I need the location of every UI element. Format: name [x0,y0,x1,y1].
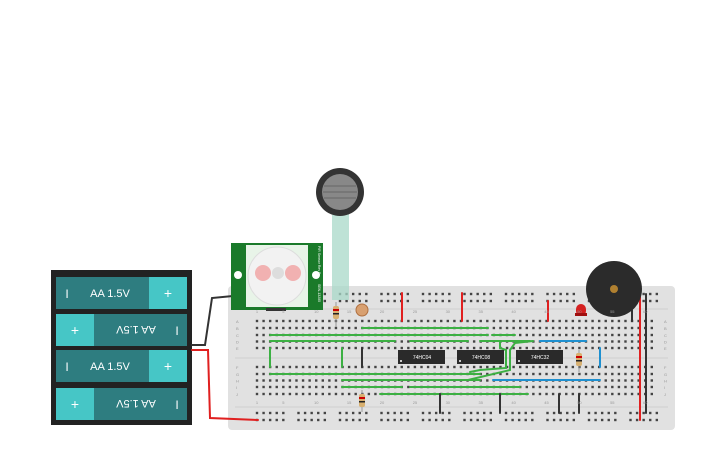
row-label: E [664,346,667,351]
pir-sensor[interactable]: PIR Sensor Rev B SEN-13285 [231,243,323,311]
resistor [333,302,339,327]
battery-cell: + I AA 1.5V [56,277,187,309]
column-number: 5 [282,400,285,405]
battery-pack[interactable]: + I AA 1.5V + I AA 1.5V + I AA 1.5V + I AA 1.5V [51,270,192,425]
plus-terminal-label: + [71,396,79,412]
column-number: 60 [643,400,648,405]
column-number: 1 [256,400,259,405]
column-number: 30 [446,309,451,314]
row-label: H [664,379,667,384]
wires[interactable] [191,292,647,421]
row-label: G [664,372,667,377]
column-number: 60 [643,309,648,314]
cell-label: AA 1.5V [115,323,155,335]
battery-cell: + I AA 1.5V [56,350,187,382]
jumper-wire[interactable] [191,295,234,346]
column-number: 50 [577,309,582,314]
row-label: I [236,385,237,390]
jumper-wire[interactable] [191,349,259,421]
column-number: 35 [478,400,483,405]
row-label: H [236,379,239,384]
row-label: B [664,326,667,331]
row-label: C [236,333,239,338]
row-label: A [236,319,239,324]
cell-label: AA 1.5V [90,361,130,373]
minus-terminal-label: I [175,398,178,412]
column-number: 35 [478,309,483,314]
column-number: 40 [511,309,516,314]
force-sensor[interactable] [316,168,364,300]
column-number: 40 [511,400,516,405]
column-number: 1 [256,309,259,314]
column-number: 5 [282,309,285,314]
jumper-wire[interactable] [467,340,534,381]
row-label: A [664,319,667,324]
column-number: 45 [544,309,549,314]
row-label: J [236,392,238,397]
row-label: I [664,385,665,390]
row-label: F [236,365,239,370]
column-number: 55 [610,400,615,405]
minus-terminal-label: I [65,360,68,374]
row-label: B [236,326,239,331]
jumper-wire[interactable] [469,340,507,373]
chip-label: 74HC32 [531,355,550,361]
photoresistor[interactable] [355,303,369,317]
column-number: 15 [347,400,352,405]
row-label: D [664,340,667,345]
column-number: 25 [413,309,418,314]
ic-chip[interactable]: 74HC32 [516,350,563,364]
chip-label: 74HC04 [413,355,432,361]
plus-terminal-label: + [164,285,172,301]
resistor [359,390,365,412]
pir-label-bottom: SEN-13285 [317,284,321,302]
column-number: 10 [314,309,319,314]
chip-label: 74HC08 [472,355,491,361]
row-label: G [236,372,239,377]
pir-label-top: PIR Sensor Rev B [317,246,321,275]
row-label: E [236,346,239,351]
row-label: F [664,365,667,370]
column-number: 20 [380,309,385,314]
cell-label: AA 1.5V [115,397,155,409]
battery-cell: + I AA 1.5V [56,388,187,420]
plus-terminal-label: + [71,322,79,338]
ic-chip[interactable]: 74HC04 [398,350,445,364]
minus-terminal-label: I [175,324,178,338]
column-number: 30 [446,400,451,405]
row-label: D [236,340,239,345]
row-label: J [664,392,666,397]
ic-chip[interactable]: 74HC08 [457,350,504,364]
resistor [576,350,582,372]
row-label: C [664,333,667,338]
battery-cell: + I AA 1.5V [56,314,187,346]
column-number: 10 [314,400,319,405]
piezo-buzzer[interactable] [586,261,642,317]
red-led[interactable] [575,304,587,316]
column-number: 50 [577,400,582,405]
minus-terminal-label: I [65,287,68,301]
plus-terminal-label: + [164,358,172,374]
column-number: 15 [347,309,352,314]
column-number: 45 [544,400,549,405]
column-number: 25 [413,400,418,405]
cell-label: AA 1.5V [90,288,130,300]
column-number: 20 [380,400,385,405]
column-number: 55 [610,309,615,314]
